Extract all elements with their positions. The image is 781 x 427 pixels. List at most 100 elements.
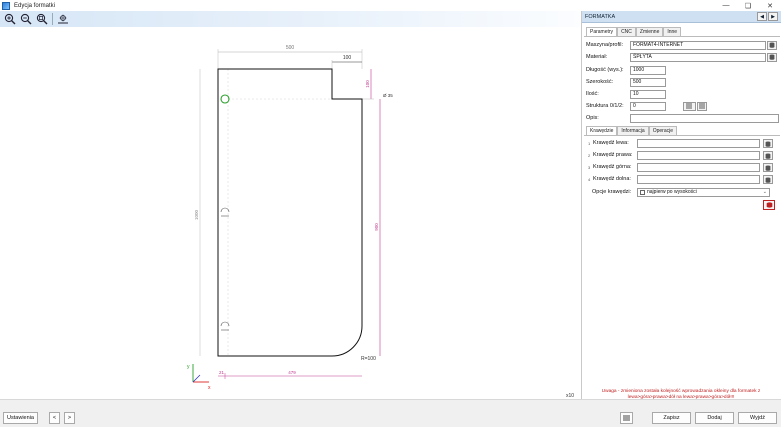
tab-inne[interactable]: Inne [663, 27, 682, 36]
close-icon[interactable]: ✕ [767, 2, 773, 10]
edge-top-field[interactable] [637, 163, 760, 172]
qty-field[interactable]: 10 [630, 89, 666, 99]
center-icon[interactable] [56, 12, 70, 26]
structure-label: Struktura 0/1/2: [586, 103, 624, 109]
dim-height-right: 900 [374, 223, 379, 231]
title-bar: Edycja formatki — ❏ ✕ [0, 0, 781, 11]
panel-next-icon[interactable]: ▶ [768, 12, 778, 21]
bottom-bar: Ustawienia < > Zapisz Dodaj Wyjdź [0, 399, 781, 427]
machine-field[interactable]: FORMAT4-INTERNET [630, 40, 766, 50]
minimize-icon[interactable]: — [722, 2, 730, 9]
properties-panel: FORMATKA ◀ ▶ Parametry CNC Zmienne Inne … [581, 11, 781, 400]
database-icon[interactable] [763, 163, 773, 172]
edge-row-top: 3 Krawędź górna: [588, 163, 778, 173]
database-icon[interactable] [763, 151, 773, 160]
exit-button[interactable]: Wyjdź [738, 412, 777, 424]
material-row: Materiał: ŚPŁYTA [586, 52, 778, 62]
maximize-icon[interactable]: ❏ [744, 2, 752, 10]
tab-zmienne[interactable]: Zmienne [635, 27, 664, 36]
edge-label: Krawędź dolna: [593, 176, 631, 182]
database-icon[interactable] [767, 40, 777, 50]
dim-notch-width: 100 [343, 55, 352, 61]
tab-informacja[interactable]: Informacja [617, 126, 649, 135]
material-field[interactable]: ŚPŁYTA [630, 52, 766, 62]
edge-options-label: Opcje krawędzi: [592, 189, 632, 195]
drawing-canvas[interactable]: 500 100 100 900 Ø 35 1000 R=100 [0, 27, 580, 399]
tab-krawedzie[interactable]: Krawędzie [586, 126, 618, 135]
panel-prev-icon[interactable]: ◀ [757, 12, 767, 21]
width-label: Szerokość: [586, 79, 614, 85]
material-label: Materiał: [586, 54, 608, 60]
toolbar-separator [52, 13, 53, 25]
panel-outline[interactable] [217, 68, 363, 357]
save-button[interactable]: Zapisz [652, 412, 691, 424]
length-row: Długość (wys.): 1000 [586, 65, 778, 75]
database-icon[interactable] [767, 52, 777, 62]
database-icon[interactable] [763, 139, 773, 148]
list-icon[interactable] [620, 412, 633, 424]
description-label: Opis: [586, 115, 599, 121]
app-icon [2, 1, 10, 10]
edge-options-value: najpierw po wysokości [647, 188, 697, 195]
qty-label: Ilość: [586, 91, 599, 97]
structure-row: Struktura 0/1/2: 0 [586, 101, 778, 111]
main-tabs: Parametry CNC Zmienne Inne [586, 27, 682, 36]
edge-number: 2 [588, 153, 591, 158]
window-title: Edycja formatki [14, 2, 56, 9]
tab-divider [584, 36, 780, 37]
structure-field[interactable]: 0 [630, 101, 666, 111]
edge-label: Krawędź górna: [593, 164, 632, 170]
length-field[interactable]: 1000 [630, 65, 666, 75]
checkbox-icon [640, 189, 645, 195]
tab-parametry[interactable]: Parametry [586, 27, 618, 36]
zoom-fit-icon[interactable] [35, 12, 49, 26]
edge-number: 3 [588, 165, 591, 170]
edge-row-bottom: 4 Krawędź dolna: [588, 175, 778, 185]
delete-edges-button[interactable] [763, 200, 775, 210]
settings-button[interactable]: Ustawienia [3, 412, 38, 424]
edge-row-right: 2 Krawędź prawa: [588, 151, 778, 161]
dim-height-left: 1000 [194, 209, 199, 220]
panel-title: FORMATKA [585, 13, 616, 20]
edge-right-field[interactable] [637, 151, 760, 160]
structure-vertical-icon[interactable] [683, 101, 696, 111]
warning-message: Uwaga - zmieniona została kolejność wpro… [601, 389, 761, 400]
next-button[interactable]: > [64, 412, 75, 424]
description-row: Opis: [586, 113, 779, 123]
edge-number: 4 [588, 177, 591, 182]
dim-hole: Ø 35 [383, 93, 393, 98]
zoom-out-icon[interactable] [19, 12, 33, 26]
edge-bottom-field[interactable] [637, 175, 760, 184]
drawing-toolbar [0, 11, 580, 27]
edge-row-left: 1 Krawędź lewa: [588, 139, 778, 149]
structure-horizontal-icon[interactable] [697, 101, 707, 111]
prev-button[interactable]: < [49, 412, 60, 424]
add-button[interactable]: Dodaj [695, 412, 734, 424]
axis-y-label: y [187, 364, 190, 370]
hinge-hole-active[interactable] [220, 94, 230, 104]
description-field[interactable] [630, 113, 779, 123]
dim-bottom-offset: 21 [219, 370, 225, 375]
hinge-hole[interactable] [220, 207, 230, 213]
window-controls: — ❏ ✕ [715, 0, 781, 11]
machine-row: Maszyna/profil: FORMAT4-INTERNET [586, 40, 778, 50]
zoom-in-icon[interactable] [3, 12, 17, 26]
edge-left-field[interactable] [637, 139, 760, 148]
panel-drawing: 500 100 100 900 Ø 35 1000 R=100 [187, 45, 393, 391]
edge-label: Krawędź lewa: [593, 140, 629, 146]
tab-operacje[interactable]: Operacje [648, 126, 677, 135]
chevron-down-icon: ⌄ [762, 188, 767, 195]
database-icon[interactable] [763, 175, 773, 184]
hinge-hole[interactable] [220, 321, 230, 327]
tab-cnc[interactable]: CNC [617, 27, 636, 36]
subtab-divider [584, 135, 780, 136]
width-field[interactable]: 500 [630, 77, 666, 87]
edge-options-row: Opcje krawędzi: najpierw po wysokości ⌄ [592, 187, 781, 197]
panel-header: FORMATKA ◀ ▶ [582, 11, 781, 23]
dim-bottom-length: 479 [288, 370, 296, 375]
edge-number: 1 [588, 141, 591, 146]
axis-x-label: x [208, 385, 211, 391]
edge-options-select[interactable]: najpierw po wysokości ⌄ [637, 187, 770, 197]
dim-width-top: 500 [286, 45, 295, 51]
qty-row: Ilość: 10 [586, 89, 778, 99]
